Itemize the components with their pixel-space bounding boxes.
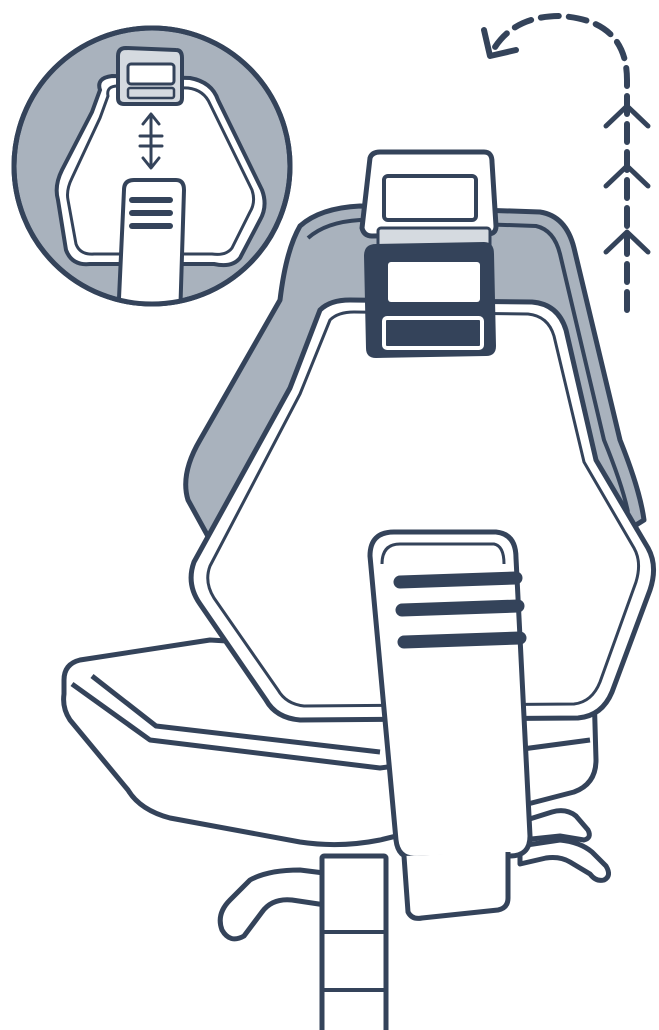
inset-circle-border: [11, 25, 293, 307]
back-strap-line-1: [393, 571, 523, 589]
motion-arrows: [481, 12, 651, 313]
back-strap-bottom: [401, 852, 511, 921]
curved-arrow-head: [481, 27, 519, 59]
headrest-strap-window: [388, 262, 480, 302]
back-strap-inner: [380, 542, 506, 565]
seat-cushion-inner-edge: [90, 674, 381, 755]
curved-return-arrow-icon: [489, 12, 630, 313]
gas-cylinder: [319, 853, 389, 1030]
backrest-front-inner: [206, 310, 641, 708]
backrest-front-panel: [188, 297, 656, 723]
inset-headrest-window: [126, 62, 176, 86]
headrest-pillow: [359, 149, 499, 358]
backrest: [183, 203, 656, 723]
base-leg-right: [517, 837, 612, 883]
chair: [61, 149, 656, 1030]
up-down-arrow-icon: [138, 112, 164, 170]
inset-headrest-slot: [126, 86, 176, 100]
inset-backrest-inner: [66, 84, 256, 256]
back-strap-line-2: [395, 599, 525, 617]
back-strap: [367, 529, 533, 921]
inset-backrest-frame: [54, 73, 267, 268]
headrest-strap-slot: [382, 316, 484, 350]
base-leg-right-back: [517, 808, 592, 843]
inset-detail: [11, 25, 293, 307]
headrest-upper-window: [382, 174, 478, 222]
back-strap-line-3: [397, 631, 527, 649]
upward-chevron-arrow-icon: [603, 103, 651, 255]
backrest-shell-inner: [306, 218, 630, 513]
